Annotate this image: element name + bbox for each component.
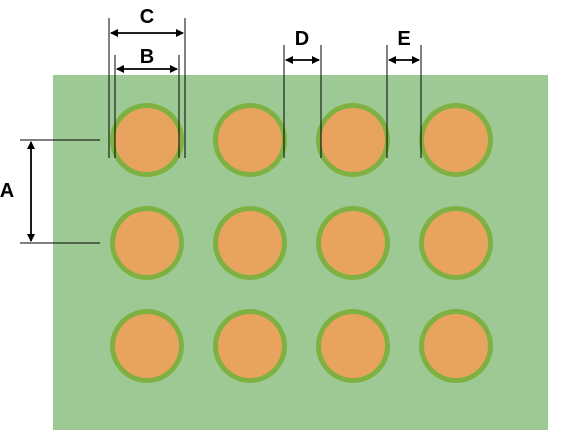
pad — [218, 211, 282, 275]
pad — [321, 108, 385, 172]
pad — [321, 211, 385, 275]
pad-array — [110, 103, 493, 383]
dim-label-e: E — [397, 28, 410, 50]
dim-label-c: C — [140, 6, 154, 28]
dimension-lines — [20, 18, 422, 244]
dim-label-a: A — [0, 180, 14, 202]
pad — [218, 108, 282, 172]
pad — [424, 211, 488, 275]
pad — [218, 314, 282, 378]
pad — [424, 108, 488, 172]
dim-label-d: D — [295, 28, 309, 50]
pad — [321, 314, 385, 378]
pad — [115, 108, 179, 172]
dim-label-b: B — [140, 46, 154, 68]
pad — [424, 314, 488, 378]
pad — [115, 211, 179, 275]
pad — [115, 314, 179, 378]
